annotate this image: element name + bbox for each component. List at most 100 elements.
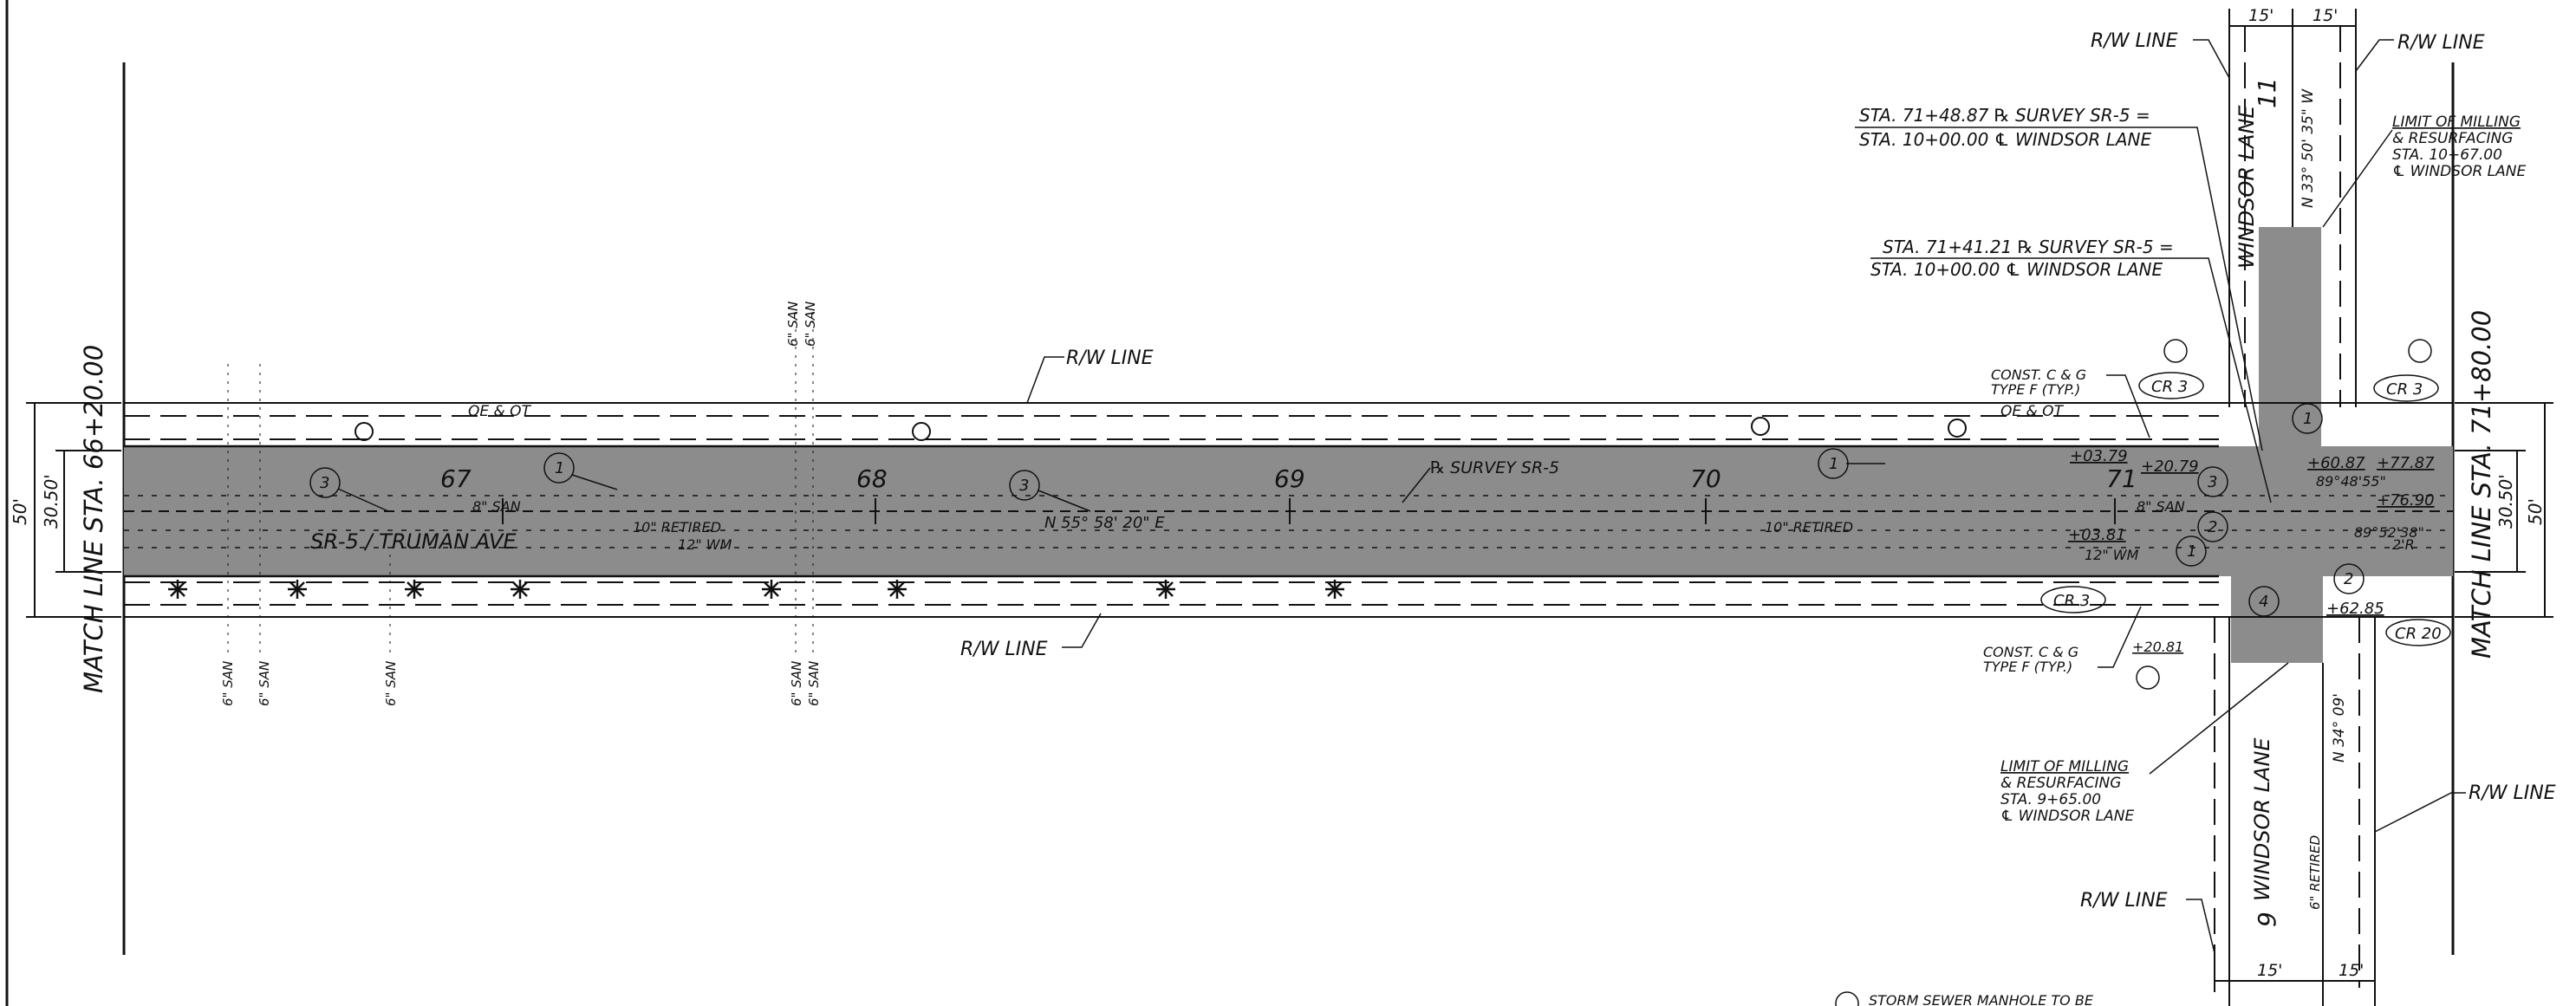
dimension-right: 50' 30.50' [2455, 402, 2553, 618]
san-label-6: 6" SAN [785, 302, 801, 347]
windsor-lane-pavement-top [2259, 227, 2321, 446]
curb-ramp-cr20: CR 20 [2385, 619, 2451, 646]
offset-4: +60.87 [2307, 454, 2365, 472]
survey-leader [1402, 467, 1431, 503]
angle-1: 89°48'55" [2316, 473, 2386, 490]
marker-circle-3 [2136, 665, 2160, 690]
bearing-main: N 55° 58' 20" E [1044, 514, 1165, 532]
svg-text:LIMIT OF MILLING: LIMIT OF MILLING [2392, 114, 2521, 131]
label-12in-wm-right: 12" WM [2085, 547, 2139, 563]
circle-callout-2a: 2 [2197, 511, 2228, 542]
label-6in-retired: 6" RETIRED [2307, 835, 2323, 910]
lane-dimensions-bottom: 15' 15' [2214, 961, 2376, 992]
offset-8: +20.81 [2132, 639, 2183, 655]
legend: STORM SEWER MANHOLE TO BE [1835, 991, 2094, 1006]
svg-text:3: 3 [2208, 473, 2217, 491]
lane-dimensions-top: 15' 15' [2228, 6, 2357, 35]
match-line-left-label: MATCH LINE STA. 66+20.00 [79, 345, 108, 693]
dimension-total-width: 50' [10, 498, 30, 525]
svg-text:CR 3: CR 3 [2053, 592, 2090, 610]
street-name-windsor-top: WINDSOR LANE [2234, 105, 2259, 269]
station-ticks [502, 498, 2116, 524]
san-label-2: 6" SAN [257, 661, 272, 706]
station-69: 69 [1274, 464, 1305, 493]
svg-text:STA. 10+00.00 ℄ WINDSOR LANE: STA. 10+00.00 ℄ WINDSOR LANE [1870, 259, 2163, 280]
lane-width-bottom-2: 15' [2339, 961, 2364, 980]
station-67: 67 [440, 464, 472, 493]
svg-text:1: 1 [1829, 455, 1838, 473]
rw-label-top-left: R/W LINE [2091, 30, 2178, 52]
svg-text:4: 4 [2259, 593, 2268, 611]
svg-text:CR 3: CR 3 [2386, 380, 2423, 399]
rw-label-bottom-left: R/W LINE [2080, 890, 2168, 912]
circle-callout-1b: 1 [1818, 448, 1885, 479]
svg-text:STA. 10+67.00: STA. 10+67.00 [2392, 146, 2502, 164]
san-label-3: 6" SAN [383, 661, 399, 706]
label-12in-wm-left: 12" WM [678, 536, 732, 553]
rw-label-top-right: R/W LINE [2397, 32, 2485, 54]
svg-text:CONST. C & G: CONST. C & G [1983, 644, 2078, 660]
station-70: 70 [1690, 464, 1721, 493]
svg-text:℄ WINDSOR LANE: ℄ WINDSOR LANE [2000, 808, 2134, 825]
san-lateral-labels: 6" SAN 6" SAN 6" SAN 6" SAN 6" SAN 6" SA… [220, 302, 822, 706]
svg-text:1: 1 [2303, 410, 2313, 428]
svg-text:2: 2 [2208, 518, 2217, 536]
shrub-symbols [355, 417, 1967, 441]
offset-5: +77.87 [2377, 454, 2435, 472]
station-11: 11 [2253, 77, 2281, 108]
label-oe-ot-left: OE & OT [468, 403, 532, 420]
windsor-lane-pavement-bottom [2231, 576, 2323, 663]
station-callout-b: STA. 71+41.21 ℞ SURVEY SR-5 = STA. 10+00… [1870, 237, 2272, 503]
svg-text:& RESURFACING: & RESURFACING [2392, 130, 2513, 147]
svg-text:3: 3 [1019, 477, 1029, 495]
curb-ramp-cr3-top-right: CR 3 [2373, 374, 2439, 402]
station-9: 9 [2253, 912, 2281, 927]
bearing-windsor-bottom: N 34° 09' [2331, 693, 2348, 763]
circle-callout-3c: 3 [2197, 466, 2228, 497]
offset-7: +62.85 [2326, 600, 2384, 618]
const-cg-top: CONST. C & G TYPE F (TYP.) [1991, 367, 2150, 438]
rw-label-top-main: R/W LINE [1066, 347, 1154, 369]
svg-text:℄ WINDSOR LANE: ℄ WINDSOR LANE [2392, 163, 2526, 180]
match-line-right-label: MATCH LINE STA. 71+80.00 [2467, 310, 2496, 659]
circle-callout-1a: 1 [543, 452, 618, 490]
svg-text:STA. 71+41.21 ℞ SURVEY SR-5 =: STA. 71+41.21 ℞ SURVEY SR-5 = [1883, 237, 2174, 257]
station-71: 71 [2106, 464, 2137, 493]
san-label-7: 6" SAN [803, 302, 818, 347]
svg-text:TYPE F (TYP.): TYPE F (TYP.) [1983, 659, 2072, 675]
svg-text:CR 20: CR 20 [2395, 625, 2442, 643]
curb-ramp-cr3-top-left: CR 3 [2138, 372, 2204, 399]
limit-milling-top: LIMIT OF MILLING & RESURFACING STA. 10+6… [2322, 114, 2526, 228]
circle-callout-4: 4 [2248, 586, 2280, 617]
circle-callouts: 3 1 3 1 1 3 2 1 4 2 [309, 403, 2365, 617]
station-68: 68 [856, 464, 888, 493]
angle-3: 2'R [2392, 536, 2415, 553]
offset-6: +76.90 [2377, 491, 2435, 509]
survey-label: ℞ SURVEY SR-5 [1430, 458, 1559, 477]
offset-3: +03.81 [2068, 526, 2126, 544]
rw-label-right: R/W LINE [2469, 782, 2556, 804]
rw-labels: R/W LINE R/W LINE R/W LINE R/W LINE R/W … [960, 30, 2556, 954]
lane-width-top-1: 15' [2248, 6, 2274, 25]
label-oe-ot-right: OE & OT [2000, 403, 2065, 420]
svg-text:TYPE F (TYP.): TYPE F (TYP.) [1991, 381, 2080, 398]
label-8in-san-left: 8" SAN [472, 498, 521, 515]
street-name-truman: SR-5 / TRUMAN AVE [310, 529, 517, 554]
san-label-5: 6" SAN [806, 661, 822, 706]
san-label-4: 6" SAN [789, 661, 804, 706]
label-10in-retired-right: 10" RETIRED [1765, 519, 1853, 535]
limit-milling-bottom: LIMIT OF MILLING & RESURFACING STA. 9+65… [2000, 662, 2289, 825]
bearing-windsor-top: N 33° 50' 35" W [2300, 88, 2317, 208]
svg-text:CR 3: CR 3 [2151, 378, 2188, 396]
circle-callout-3a: 3 [309, 467, 389, 512]
offset-2: +20.79 [2141, 458, 2199, 476]
circle-callout-3b: 3 [1009, 470, 1091, 512]
windsor-lane-lines [2214, 16, 2453, 1006]
tree-symbols [168, 580, 1344, 599]
lane-width-bottom-1: 15' [2257, 961, 2282, 980]
svg-text:STA. 10+00.00 ℄ WINDSOR LANE: STA. 10+00.00 ℄ WINDSOR LANE [1859, 129, 2151, 150]
dimension-total-width-right: 50' [2525, 498, 2546, 525]
svg-text:STA. 71+48.87 ℞ SURVEY SR-5 =: STA. 71+48.87 ℞ SURVEY SR-5 = [1859, 105, 2150, 126]
svg-text:LIMIT OF MILLING: LIMIT OF MILLING [2000, 758, 2129, 776]
